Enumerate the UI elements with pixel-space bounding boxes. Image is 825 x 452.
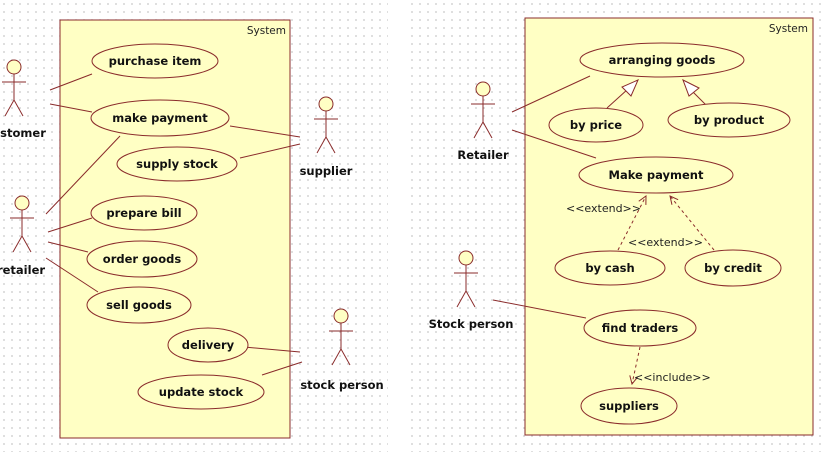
system-boundary-right <box>524 17 814 436</box>
assoc-retailer-bill <box>47 217 93 233</box>
system-label-right: System <box>769 23 808 35</box>
use-case-label: update stock <box>159 385 244 399</box>
actor-stock-person-right[interactable] <box>454 250 478 308</box>
use-cases-left: purchase item make payment supply stock … <box>86 43 265 410</box>
use-case-label: prepare bill <box>106 206 181 220</box>
use-case-label: suppliers <box>599 399 659 413</box>
use-case-label: by cash <box>585 261 634 275</box>
use-case-label: purchase item <box>109 54 202 68</box>
dependencies-right <box>617 196 715 384</box>
use-case-label: delivery <box>182 338 235 352</box>
generalizations-right <box>606 78 708 109</box>
use-case-label: by product <box>694 113 765 127</box>
stereotype-include: <<include>> <box>634 371 711 384</box>
assoc-stock-find-traders <box>492 299 587 319</box>
actor-label-stock-person-right: Stock person <box>429 317 514 331</box>
use-case-label: order goods <box>103 252 182 266</box>
use-case-by-product[interactable] <box>667 102 791 138</box>
use-case-sell-goods[interactable] <box>86 286 192 324</box>
generalization-by-price <box>606 88 629 109</box>
use-case-purchase-item[interactable] <box>91 43 219 79</box>
assoc-payment-supplier <box>229 125 301 138</box>
assoc-retailer-sell <box>45 257 99 293</box>
use-case-prepare-bill[interactable] <box>90 195 198 231</box>
actor-label-supplier: supplier <box>300 164 353 178</box>
system-label-left: System <box>247 25 286 37</box>
associations-right <box>492 75 597 319</box>
assoc-supply-supplier <box>239 143 301 159</box>
use-case-label: make payment <box>112 111 208 125</box>
use-cases-right: arranging goods by price by product Make… <box>548 42 791 425</box>
use-case-by-price[interactable] <box>548 107 644 143</box>
assoc-retailer-payment <box>45 135 121 215</box>
generalization-arrowhead <box>682 78 700 97</box>
diagram-right: System <<extend>> <<extend>> <<include>>… <box>429 17 814 436</box>
actor-supplier[interactable] <box>314 96 338 154</box>
generalization-arrowhead <box>621 79 639 97</box>
actor-label-retailer: retailer <box>0 263 45 277</box>
actor-retailer[interactable] <box>10 195 34 253</box>
actor-label-stock-person: stock person <box>300 378 383 392</box>
assoc-delivery-stock <box>243 346 301 353</box>
system-boundary-left <box>59 19 291 439</box>
use-case-order-goods[interactable] <box>86 240 198 278</box>
use-case-label: Make payment <box>609 168 704 182</box>
include-suppliers <box>632 346 641 384</box>
use-case-make-payment[interactable] <box>578 156 734 194</box>
use-case-update-stock[interactable] <box>137 374 265 410</box>
assoc-retailer-payment <box>511 129 597 159</box>
use-case-label: sell goods <box>106 298 172 312</box>
diagram-separator <box>388 0 408 452</box>
use-case-arranging-goods[interactable] <box>579 42 745 78</box>
assoc-customer-purchase <box>49 73 93 91</box>
stereotype-extend-credit: <<extend>> <box>628 236 703 249</box>
actor-customer[interactable] <box>2 59 26 117</box>
use-case-by-credit[interactable] <box>684 249 782 287</box>
diagram-left: System purchase item make payment supply… <box>0 19 384 439</box>
use-case-make-payment[interactable] <box>90 99 230 137</box>
use-case-find-traders[interactable] <box>583 309 697 347</box>
use-case-label: supply stock <box>136 157 218 171</box>
use-case-delivery[interactable] <box>167 327 249 363</box>
assoc-retailer-order <box>47 241 89 253</box>
actor-stock-person[interactable] <box>329 308 353 366</box>
use-case-label: find traders <box>602 321 679 335</box>
use-case-suppliers[interactable] <box>580 387 678 425</box>
assoc-customer-payment <box>49 103 93 113</box>
assoc-retailer-arranging <box>511 75 591 113</box>
actor-label-customer: ustomer <box>0 126 46 140</box>
generalization-by-product <box>692 91 708 107</box>
actor-retailer-right[interactable] <box>471 81 495 139</box>
associations-left <box>45 73 303 376</box>
use-case-supply-stock[interactable] <box>116 146 238 182</box>
use-case-label: by price <box>570 118 622 132</box>
extend-by-cash <box>617 196 646 251</box>
use-case-label: by credit <box>704 261 762 275</box>
use-case-label: arranging goods <box>609 53 716 67</box>
actor-label-retailer-right: Retailer <box>457 148 509 162</box>
assoc-update-stock <box>261 361 303 376</box>
use-case-by-cash[interactable] <box>554 250 666 286</box>
stereotype-extend-cash: <<extend>> <box>566 202 641 215</box>
